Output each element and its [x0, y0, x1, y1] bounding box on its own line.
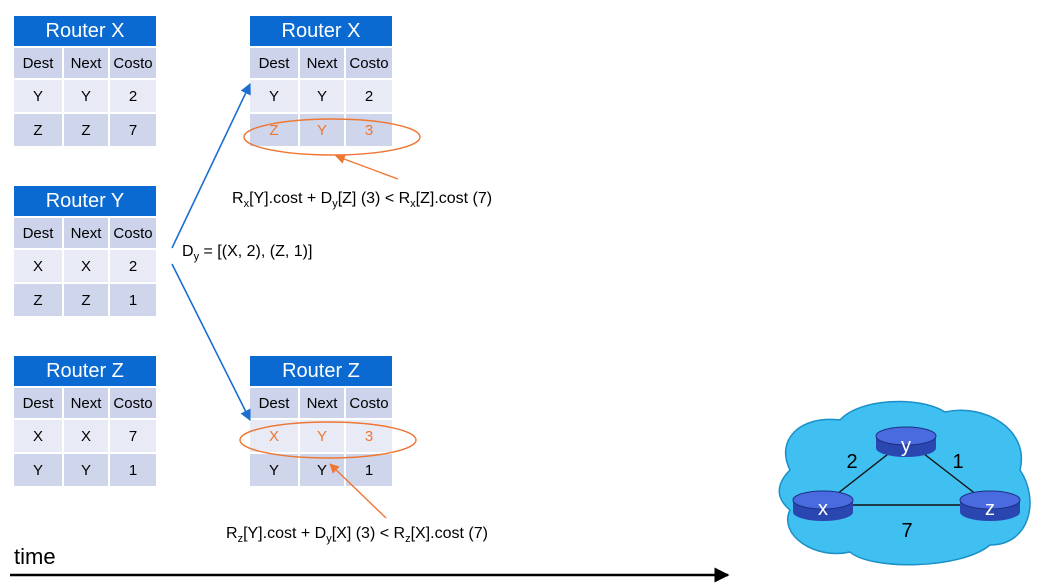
label-part: R	[232, 190, 244, 207]
table-row: Z Z 1	[14, 284, 156, 316]
col-cost: Costo	[110, 218, 156, 248]
label-subscript: x	[410, 198, 416, 211]
cell-cost: 1	[346, 454, 392, 486]
table-title: Router X	[250, 16, 392, 46]
label-part: R	[226, 525, 238, 542]
table-title: Router X	[14, 16, 156, 46]
col-cost: Costo	[346, 388, 392, 418]
label-part: = [(X, 2), (Z, 1)]	[199, 243, 313, 260]
col-next: Next	[64, 388, 108, 418]
cell-next: X	[64, 250, 108, 282]
table-row: Y Y 2	[14, 80, 156, 112]
table-title: Router Z	[250, 356, 392, 386]
label-subscript: y	[193, 251, 200, 264]
cell-dest: Y	[250, 80, 298, 112]
label-subscript: z	[405, 533, 411, 546]
cell-dest: Y	[14, 80, 62, 112]
col-next: Next	[300, 48, 344, 78]
col-dest: Dest	[250, 48, 298, 78]
router-y-table: Router Y Dest Next Costo X X 2 Z Z 1	[12, 184, 158, 318]
col-dest: Dest	[14, 218, 62, 248]
cell-cost: 1	[110, 284, 156, 316]
router-x-icon	[792, 490, 854, 521]
router-z-updated-table: Router Z Dest Next Costo X Y 3 Y Y 1	[248, 354, 394, 488]
table-row: Y Y 2	[250, 80, 392, 112]
cell-dest: X	[14, 420, 62, 452]
network-cloud	[778, 400, 1031, 566]
network-diagram: y x z 2 1 7	[778, 400, 1031, 566]
label-part: [Z] (3) < R	[337, 190, 411, 207]
label-subscript: x	[243, 198, 250, 211]
col-dest: Dest	[14, 388, 62, 418]
cell-dest: Y	[250, 454, 298, 486]
table-row: X X 2	[14, 250, 156, 282]
cell-cost: 2	[110, 80, 156, 112]
highlight-ellipse-z	[239, 421, 417, 459]
update-condition-x: Rx[Y].cost + Dy[Z] (3) < Rx[Z].cost (7)	[232, 190, 492, 210]
node-label-z: z	[985, 498, 995, 520]
cell-dest: Z	[14, 284, 62, 316]
col-cost: Costo	[110, 48, 156, 78]
highlight-ellipse-x	[243, 118, 421, 156]
time-label: time	[14, 544, 56, 569]
col-dest: Dest	[250, 388, 298, 418]
cell-cost: 2	[346, 80, 392, 112]
label-subscript: y	[332, 198, 338, 211]
pointer-arrow-x	[335, 154, 399, 180]
link-label-yz: 1	[952, 451, 963, 473]
router-z-icon	[959, 490, 1021, 521]
cell-next: Y	[300, 420, 344, 452]
table-row: Y Y 1	[250, 454, 392, 486]
col-next: Next	[300, 388, 344, 418]
link-label-xy: 2	[846, 451, 857, 473]
table-row: Y Y 1	[14, 454, 156, 486]
router-y-icon	[875, 426, 937, 457]
cell-next: Y	[64, 454, 108, 486]
propagation-arrow-to-x	[171, 82, 251, 249]
cell-dest: Z	[14, 114, 62, 146]
label-part: [Y].cost + D	[243, 525, 327, 542]
cell-next: Y	[300, 80, 344, 112]
label-part: [Y].cost + D	[249, 190, 333, 207]
table-title: Router Y	[14, 186, 156, 216]
distance-vector-label: Dy = [(X, 2), (Z, 1)]	[182, 243, 312, 263]
col-cost: Costo	[110, 388, 156, 418]
col-cost: Costo	[346, 48, 392, 78]
cell-dest: X	[14, 250, 62, 282]
cell-cost: 1	[110, 454, 156, 486]
col-next: Next	[64, 218, 108, 248]
pointer-arrow-z	[329, 463, 387, 519]
label-part: [X].cost (7)	[410, 525, 488, 542]
label-subscript: y	[326, 533, 332, 546]
router-x-initial-table: Router X Dest Next Costo Y Y 2 Z Z 7	[12, 14, 158, 148]
table-title: Router Z	[14, 356, 156, 386]
router-x-updated-table: Router X Dest Next Costo Y Y 2 Z Y 3	[248, 14, 394, 148]
cell-dest: Y	[14, 454, 62, 486]
col-dest: Dest	[14, 48, 62, 78]
cell-next: Z	[64, 284, 108, 316]
table-row: X X 7	[14, 420, 156, 452]
cell-cost: 2	[110, 250, 156, 282]
updated-row: X Y 3	[250, 420, 392, 452]
cell-next: X	[64, 420, 108, 452]
cell-cost: 3	[346, 420, 392, 452]
label-part: D	[182, 243, 194, 260]
cell-next: Z	[64, 114, 108, 146]
cell-cost: 7	[110, 420, 156, 452]
label-subscript: z	[237, 533, 244, 546]
cell-dest: Z	[250, 114, 298, 146]
table-row: Z Z 7	[14, 114, 156, 146]
update-condition-z: Rz[Y].cost + Dy[X] (3) < Rz[X].cost (7)	[226, 525, 488, 545]
node-label-y: y	[901, 435, 911, 457]
node-label-x: x	[818, 498, 828, 520]
cell-cost: 7	[110, 114, 156, 146]
router-z-initial-table: Router Z Dest Next Costo X X 7 Y Y 1	[12, 354, 158, 488]
propagation-arrow-to-z	[171, 263, 251, 422]
label-part: [Z].cost (7)	[415, 190, 493, 207]
label-part: [X] (3) < R	[331, 525, 406, 542]
cell-next: Y	[64, 80, 108, 112]
link-label-xz: 7	[901, 520, 912, 542]
col-next: Next	[64, 48, 108, 78]
